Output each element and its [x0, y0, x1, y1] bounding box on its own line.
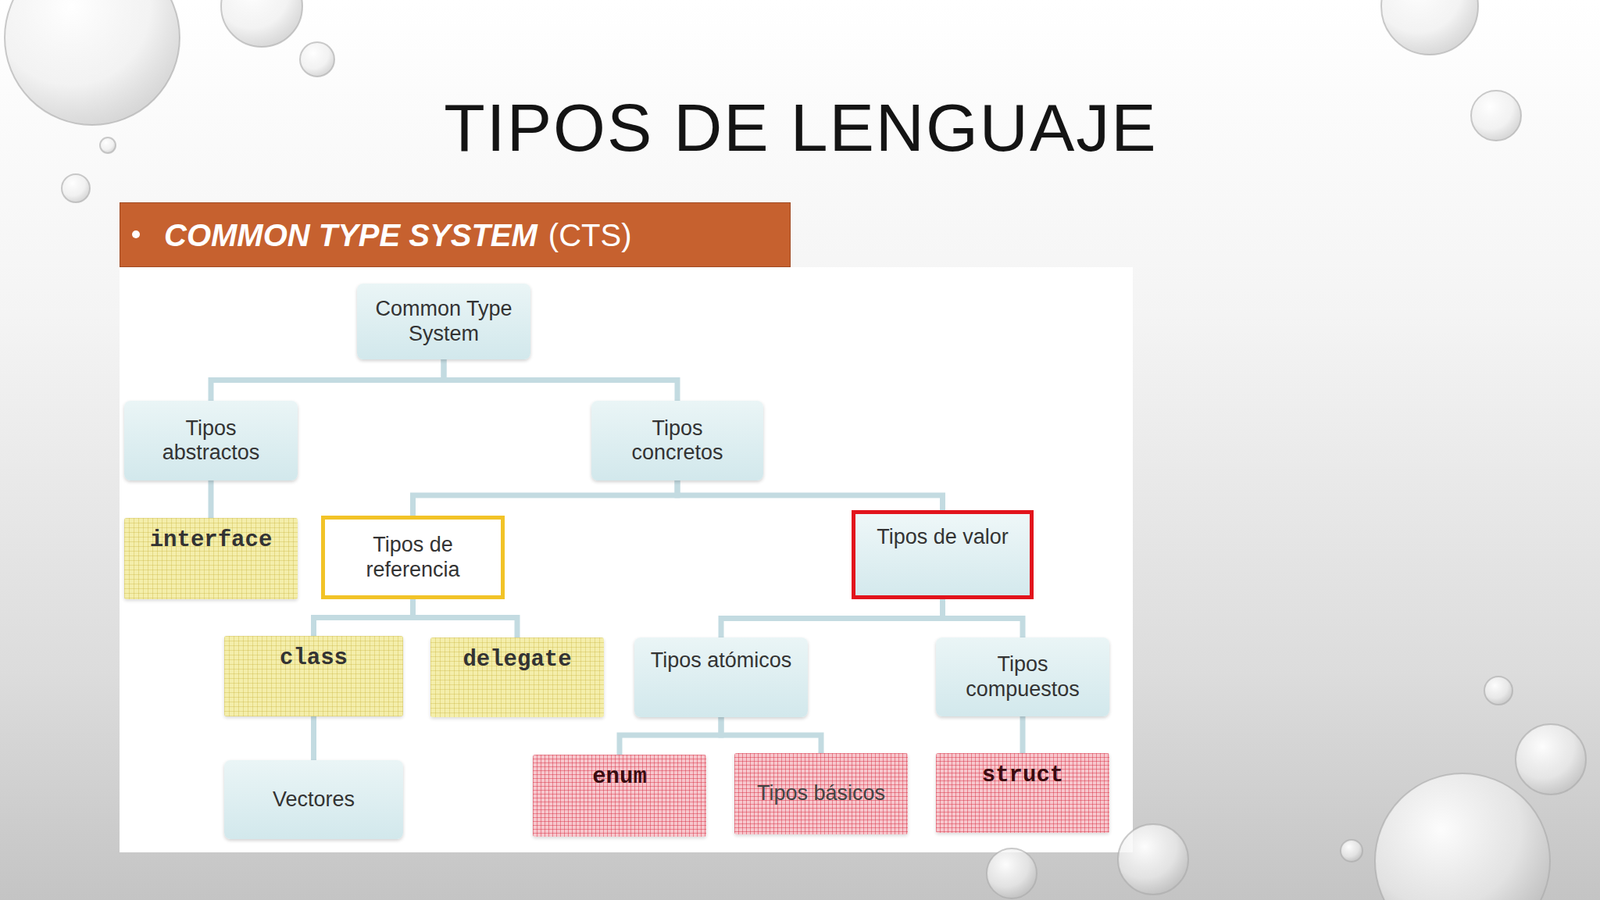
node-label: Tipos básicos: [757, 781, 886, 806]
heading-text: (CTS): [548, 217, 633, 254]
node-label: Tipos abstractos: [144, 416, 278, 465]
heading-text: COMMON TYPE SYSTEM: [164, 217, 538, 254]
node-label: struct: [982, 762, 1064, 789]
root-box: Common Type System: [357, 283, 531, 360]
node-label: enum: [592, 764, 647, 790]
tree-connector: [413, 480, 679, 516]
reference-types-box: Tipos de referencia: [321, 515, 505, 600]
node-label: Tipos de referencia: [335, 532, 492, 582]
tree-connector: [310, 716, 317, 761]
tree-connector: [443, 359, 678, 401]
node-label: Tipos concretos: [610, 416, 744, 465]
keyword-box: struct: [935, 753, 1110, 833]
tree-connector: [721, 717, 822, 754]
value-types-box: Tipos de valor: [851, 510, 1034, 600]
node-label: Tipos de valor: [876, 525, 1009, 550]
category-box: Tipos compuestos: [935, 637, 1110, 717]
category-box: Tipos atómicos: [634, 637, 808, 718]
bullet-symbol: [128, 226, 144, 243]
node-label: Vectores: [272, 787, 355, 812]
category-box: Vectores: [224, 760, 404, 840]
keyword-box: interface: [124, 517, 298, 600]
node-label: Tipos compuestos: [956, 652, 1090, 701]
tree-connector: [208, 480, 215, 518]
node-label: Tipos atómicos: [650, 648, 793, 673]
node-label: interface: [150, 527, 273, 554]
tree-connector: [210, 359, 444, 401]
tree-connector: [1020, 716, 1026, 754]
category-box: Tipos abstractos: [124, 400, 298, 481]
diagram-panel: [119, 267, 1133, 853]
category-box: Tipos básicos: [734, 753, 908, 835]
tree-connector: [721, 599, 943, 638]
tree-connector: [619, 717, 722, 755]
tree-connector: [942, 599, 1024, 638]
node-label: delegate: [462, 646, 572, 673]
keyword-box: enum: [532, 754, 707, 837]
tree-connector: [677, 480, 943, 511]
tree-connector: [413, 599, 518, 638]
tree-connector: [314, 599, 414, 636]
heading-band: COMMON TYPE SYSTEM (CTS): [119, 202, 791, 268]
keyword-box: delegate: [430, 637, 604, 718]
node-label: Common Type System: [365, 296, 522, 346]
slide-title: TIPOS DE LENGUAJE: [0, 87, 1600, 168]
category-box: Tipos concretos: [591, 400, 764, 481]
node-label: class: [279, 645, 348, 672]
keyword-box: class: [224, 635, 404, 717]
